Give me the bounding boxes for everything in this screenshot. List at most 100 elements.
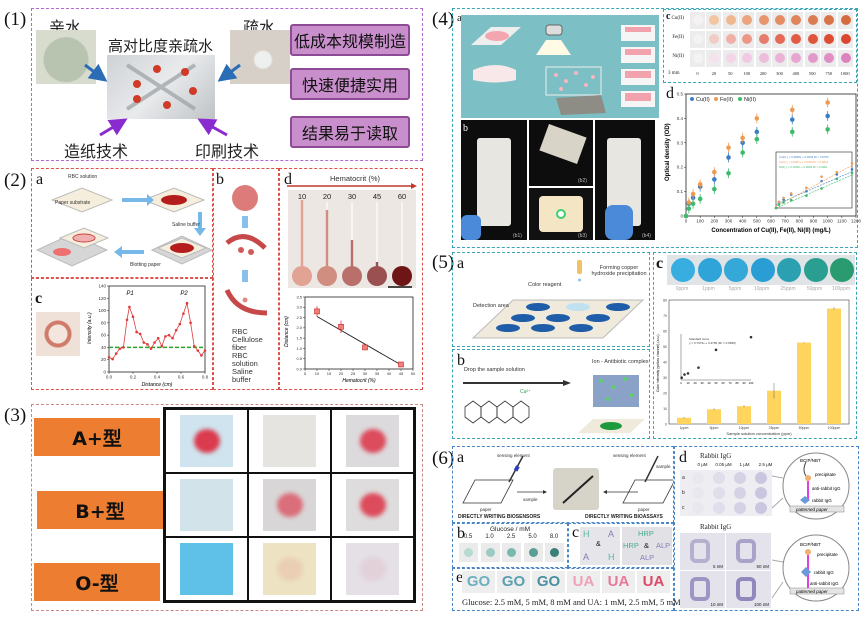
plot-frame <box>108 285 206 373</box>
data-point <box>740 135 745 141</box>
inset-equation: y = 0.7373x + 3.4765 (R² = 0.9695) <box>689 341 736 345</box>
strip-blood-track <box>300 200 304 270</box>
intensity-point <box>200 354 203 357</box>
data-point <box>825 127 830 132</box>
inset-point <box>777 200 781 204</box>
data-point <box>686 200 692 205</box>
panel-5-label: (5) <box>432 252 455 273</box>
igg-column-label: 0 μM <box>697 462 708 467</box>
inset-x-tick: 30 <box>700 381 704 385</box>
igg-writing-photo: 5 nM <box>680 533 725 570</box>
agglutination-spot <box>194 429 220 453</box>
copper-color-spots <box>667 255 855 285</box>
glucose-ua-caption: Glucose: 2.5 mM, 5 mM, 8 mM and UA: 1 mM… <box>462 597 683 607</box>
igg-column-label: 0.05 μM <box>715 462 732 467</box>
data-point <box>712 169 717 175</box>
inset-point <box>805 186 808 190</box>
x-tick-label: 700 <box>781 219 789 224</box>
data-point <box>314 308 320 315</box>
data-point <box>740 140 745 146</box>
metal-spot <box>725 34 736 44</box>
drop-sample-text: Drop the sample solution <box>464 367 525 373</box>
y-tick-label: 1.0 <box>296 346 302 351</box>
panel-6a-label: a <box>457 449 465 466</box>
device-photo-b4 <box>595 120 655 240</box>
intensity-point <box>118 347 122 350</box>
x-tick-label: 20 <box>339 371 344 376</box>
intensity-point <box>203 349 207 352</box>
strip-blood-track <box>350 240 354 270</box>
panel-5c-frame <box>653 252 857 439</box>
igg-writing-photo: 50 nM <box>726 533 771 570</box>
strip-blood-spot <box>367 266 387 286</box>
legend-cellulose-fiber: Cellulose fiber <box>232 335 263 352</box>
metal-spot <box>742 15 753 25</box>
inset-point <box>850 161 854 165</box>
data-point <box>712 186 717 192</box>
y-tick-label: 80 <box>663 299 667 303</box>
panel-4c-frame <box>663 9 857 83</box>
panel-3-frame <box>31 404 423 611</box>
metal-spot <box>758 34 769 44</box>
feature-low-cost: 低成本规模制造 <box>290 24 410 56</box>
glucose-swatch <box>523 543 543 562</box>
concentration-label: 20 <box>711 71 717 76</box>
metal-spot <box>791 34 802 44</box>
inset-point <box>835 173 839 176</box>
printing-label: 印刷技术 <box>195 142 260 161</box>
x-tick-label: 300 <box>725 219 733 224</box>
panel-4-label: (4) <box>432 9 455 30</box>
letter-a-2: A <box>583 552 590 562</box>
y-tick-label: 10 <box>663 407 667 411</box>
svg-text:Cu²⁺: Cu²⁺ <box>520 389 531 395</box>
metal-spot <box>725 53 736 63</box>
inset-point <box>680 376 683 379</box>
hydrophobic-paper-photo <box>230 30 290 84</box>
panel-4-frame <box>452 8 858 248</box>
inset-point <box>805 194 808 197</box>
x-tick-label: 400 <box>739 219 747 224</box>
blood-test-swatch <box>263 543 316 595</box>
hematocrit-arrow <box>287 183 417 189</box>
igg-row-label: a <box>682 475 685 481</box>
agglutination-spot <box>360 557 386 581</box>
word-alp-1: ALP <box>656 541 671 550</box>
intensity-point <box>196 349 200 352</box>
inset-x-tick: 70 <box>728 381 732 385</box>
blood-typing-grid <box>163 407 416 603</box>
sublabel-b2: (b2) <box>578 178 587 184</box>
x-tick-label: 1ppm <box>680 426 689 430</box>
writing-biosensors-text: DIRECTLY WRITING BIOSENSORS <box>458 514 541 520</box>
intensity-point <box>171 336 174 340</box>
ion-antibiotic-complex-text: Ion - Antibiotic complex <box>592 359 649 365</box>
writing-sample: GO <box>497 571 530 593</box>
intensity-point <box>114 352 118 355</box>
paper-substrate-text: Paper substrate <box>55 200 91 206</box>
igg-dot <box>692 472 704 484</box>
panel-5a-frame <box>452 252 650 347</box>
copper-spot <box>750 258 775 282</box>
data-point <box>825 100 830 105</box>
igg-dot <box>734 487 746 499</box>
metal-row-label: Fe(II) <box>672 35 684 40</box>
y-tick-label: 60 <box>663 330 667 334</box>
panel-6b-label: b <box>457 525 465 542</box>
inset-equation: Ni(II) y = 0.0006x + 0.0069 R² = 0.9901 <box>779 165 828 169</box>
metal-spot <box>693 53 703 63</box>
x-tick-label: 5 <box>304 371 307 376</box>
concentration-label: 300 <box>776 71 783 76</box>
y-tick-label: 140 <box>98 284 106 289</box>
intensity-point <box>131 315 135 319</box>
intensity-point <box>178 322 182 326</box>
intensity-point <box>167 333 171 337</box>
x-tick-label: 50ppm <box>799 426 810 430</box>
panel-6e-frame <box>452 568 674 611</box>
y-tick-label: 0 <box>665 423 667 427</box>
writing-sample: UA <box>637 571 670 593</box>
inset-x-tick: 10 <box>686 381 690 385</box>
y-axis-label: Intensity (a.u.) <box>87 312 93 344</box>
